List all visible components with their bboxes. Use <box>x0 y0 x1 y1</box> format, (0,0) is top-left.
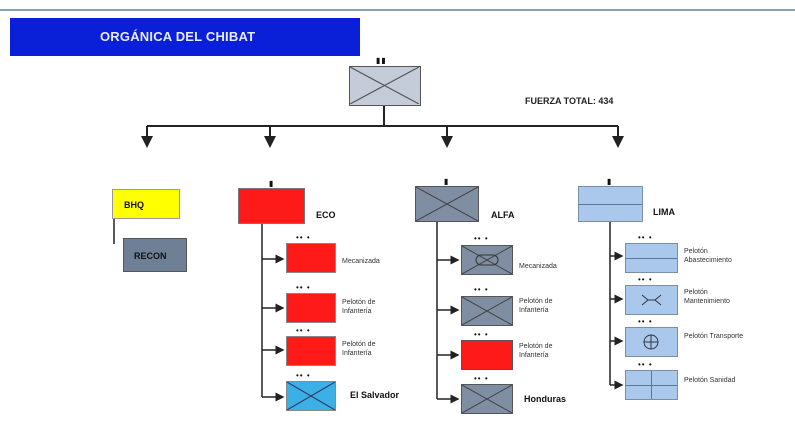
lima-platoon-3-label: Pelotón Transporte <box>684 333 744 340</box>
eco-platoon-4-label: El Salvador <box>350 390 400 400</box>
eco-company-symbol <box>238 188 305 224</box>
alfa-platoon-3-label: Pelotón de Infantería <box>519 343 553 359</box>
eco-platoon-1-label: Mecanizada <box>342 258 380 265</box>
battalion-echelon-marker: ▮▮ <box>376 56 387 65</box>
page-title: ORGÁNICA DEL CHIBAT <box>100 29 256 44</box>
lima-company-symbol <box>578 186 643 222</box>
eco-platoon-4-echelon: •• • <box>296 371 311 380</box>
alfa-platoon-3-symbol <box>461 340 513 370</box>
alfa-platoon-2-symbol <box>461 296 513 326</box>
eco-platoon-1-symbol <box>286 243 336 273</box>
alfa-platoon-4-echelon: •• • <box>474 374 489 383</box>
lima-platoon-2-echelon: •• • <box>638 275 653 284</box>
lima-platoon-1-echelon: •• • <box>638 233 653 242</box>
eco-platoon-3-echelon: •• • <box>296 326 311 335</box>
lima-platoon-4-label: Pelotón Sanidad <box>684 377 736 384</box>
alfa-platoon-2-label: Pelotón de Infantería <box>519 298 553 314</box>
lima-platoon-4-symbol <box>625 370 678 400</box>
eco-platoon-2-symbol <box>286 293 336 323</box>
eco-platoon-2-label: Pelotón de Infantería <box>342 299 376 315</box>
lima-label: LIMA <box>653 207 675 217</box>
eco-echelon-marker: ▮ <box>269 179 275 188</box>
alfa-platoon-4-symbol <box>461 384 513 414</box>
recon-box <box>123 238 187 272</box>
eco-platoon-2-echelon: •• • <box>296 283 311 292</box>
lima-platoon-4-echelon: •• • <box>638 360 653 369</box>
recon-label: RECON <box>134 251 167 261</box>
bhq-box <box>112 189 180 219</box>
eco-platoon-3-symbol <box>286 336 336 366</box>
eco-platoon-3-label: Pelotón de Infantería <box>342 341 376 357</box>
alfa-platoon-2-echelon: •• • <box>474 285 489 294</box>
force-total-label: FUERZA TOTAL: 434 <box>525 96 614 106</box>
lima-platoon-1-label: Pelotón Abastecimiento <box>684 248 732 264</box>
lima-platoon-1-symbol <box>625 243 678 273</box>
top-divider <box>0 9 795 11</box>
lima-platoon-3-symbol <box>625 327 678 357</box>
eco-label: ECO <box>316 210 336 220</box>
alfa-platoon-3-echelon: •• • <box>474 330 489 339</box>
lima-platoon-3-echelon: •• • <box>638 317 653 326</box>
alfa-platoon-1-echelon: •• • <box>474 234 489 243</box>
lima-platoon-2-symbol <box>625 285 678 315</box>
title-banner <box>10 18 360 56</box>
alfa-platoon-4-label: Honduras <box>524 394 567 404</box>
bhq-label: BHQ <box>124 200 144 210</box>
lima-platoon-2-label: Pelotón Mantenimiento <box>684 289 730 305</box>
eco-platoon-1-echelon: •• • <box>296 233 311 242</box>
eco-platoon-4-symbol <box>286 381 336 411</box>
battalion-hq-symbol <box>349 66 421 106</box>
alfa-echelon-marker: ▮ <box>444 177 450 186</box>
alfa-platoon-1-label: Mecanizada <box>519 263 557 270</box>
lima-echelon-marker: ▮ <box>607 177 613 186</box>
alfa-company-symbol <box>415 186 479 222</box>
alfa-label: ALFA <box>491 210 515 220</box>
alfa-platoon-1-symbol <box>461 245 513 275</box>
